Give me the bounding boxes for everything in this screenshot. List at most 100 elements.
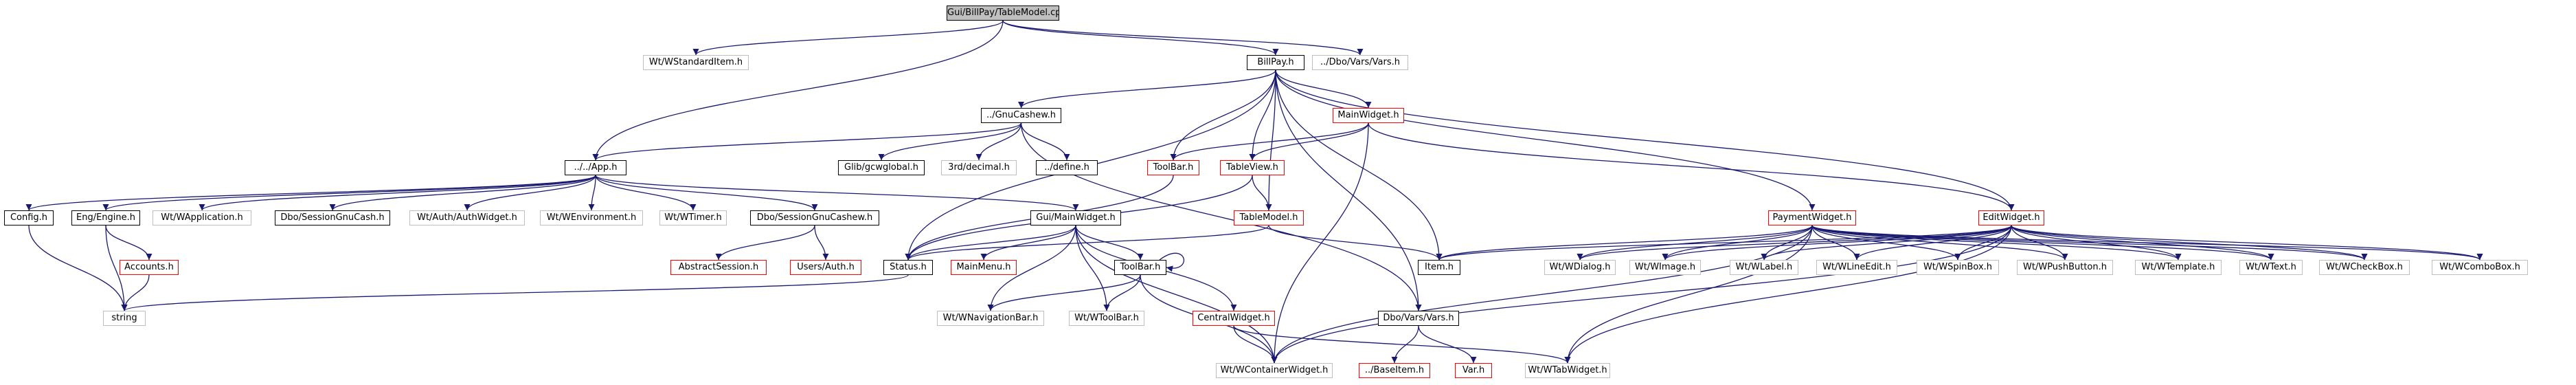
node-wt-wapplication[interactable]: Wt/WApplication.h <box>152 210 251 226</box>
edge-centralwidget-to-wtabwidget <box>1233 325 1571 364</box>
edge-billpay-to-dbovarsh <box>1275 69 1422 311</box>
node-dbo-sessiongnucash[interactable]: Dbo/SessionGnuCash.h <box>275 210 390 226</box>
edge-root-to-dbovars <box>1002 20 1364 56</box>
edge-edituwidget-to-wtext <box>2011 225 2274 261</box>
node-toolbar-h-red[interactable]: ToolBar.h <box>1147 160 1199 175</box>
node-gnucashew-h[interactable]: ../GnuCashew.h <box>981 108 1061 123</box>
node-wt-wlineedit[interactable]: Wt/WLineEdit.h <box>1816 260 1897 275</box>
node-wt-wcontainerwidget[interactable]: Wt/WContainerWidget.h <box>1216 363 1333 378</box>
node-wt-wenvironment[interactable]: Wt/WEnvironment.h <box>540 210 643 226</box>
edge-engine-to-accounts <box>105 225 152 261</box>
edge-config-to-string <box>28 225 128 311</box>
node-wt-wdialog[interactable]: Wt/WDialog.h <box>1544 260 1616 275</box>
edge-gnucashew-to-app <box>592 122 1022 161</box>
edge-tablemodel-to-status <box>905 225 1269 261</box>
node-abstractsession-h[interactable]: AbstractSession.h <box>670 260 767 275</box>
node-wt-auth-authwidget[interactable]: Wt/Auth/AuthWidget.h <box>409 210 525 226</box>
edge-app-to-wapplication <box>199 175 596 211</box>
edge-root-to-wstandarditem <box>692 20 1004 56</box>
edge-edituwidget-to-wimage <box>1662 225 2012 261</box>
edge-edituwidget-to-wcheckbox <box>2011 225 2368 261</box>
node-wt-wtoolbar[interactable]: Wt/WToolBar.h <box>1069 311 1144 326</box>
edge-status-to-string <box>121 274 909 311</box>
edge-root-to-billpay <box>1002 20 1279 56</box>
node-dbo-vars-h[interactable]: Dbo/Vars/Vars.h <box>1378 311 1459 326</box>
node-wt-wspinbox[interactable]: Wt/WSpinBox.h <box>1917 260 1999 275</box>
node-wt-wtimer[interactable]: Wt/WTimer.h <box>659 210 727 226</box>
node-baseitem-h[interactable]: ../BaseItem.h <box>1359 363 1430 378</box>
edge-gnucashew-to-glib <box>878 122 1022 161</box>
edge-edituwidget-to-wtemplate <box>2011 225 2182 261</box>
node-centralwidget-h[interactable]: CentralWidget.h <box>1193 311 1275 326</box>
edge-edituwidget-to-wlineedit <box>1853 225 2012 261</box>
node-dbo-vars-relative[interactable]: ../Dbo/Vars/Vars.h <box>1312 55 1408 70</box>
edge-engine-to-string <box>105 225 128 311</box>
node-define-h[interactable]: ../define.h <box>1036 160 1098 175</box>
edge-paymentwidget-to-wtemplate <box>1811 225 2182 261</box>
edge-gnucashew-to-decimal <box>975 122 1022 161</box>
edge-edituwidget-to-wtabwidget <box>1564 225 2012 364</box>
edge-billpay-to-gnucashew <box>1018 69 1276 109</box>
edge-app-to-config <box>25 175 596 211</box>
node-wt-wnavigationbar[interactable]: Wt/WNavigationBar.h <box>937 311 1044 326</box>
node-wt-wtemplate[interactable]: Wt/WTemplate.h <box>2135 260 2222 275</box>
node-toolbar-h[interactable]: ToolBar.h <box>1114 260 1166 275</box>
node-3rd-decimal[interactable]: 3rd/decimal.h <box>941 160 1017 175</box>
edge-paymentwidget-to-wdialog <box>1577 225 1813 261</box>
node-dbo-sessiongnucashew[interactable]: Dbo/SessionGnuCashew.h <box>750 210 879 226</box>
node-editwidget-h[interactable]: EditWidget.h <box>1978 210 2044 226</box>
node-var-h[interactable]: Var.h <box>1455 363 1492 378</box>
node-wt-wimage[interactable]: Wt/WImage.h <box>1629 260 1701 275</box>
edge-guimainwidget-to-mainmenu <box>980 225 1076 261</box>
edge-app-to-guimainwidget <box>595 175 1079 211</box>
edge-dbovarsh-to-var <box>1418 325 1477 364</box>
node-string[interactable]: string <box>103 311 146 326</box>
edge-mainwidget-to-tableview <box>1249 122 1369 161</box>
edge-dbovarsh-to-baseitem <box>1391 325 1419 364</box>
node-config-h[interactable]: Config.h <box>4 210 54 226</box>
node-tablemodel-h[interactable]: TableModel.h <box>1234 210 1304 226</box>
edge-tablemodel-to-item <box>1268 225 1443 261</box>
edge-billpay-to-edituwidget <box>1275 69 2015 211</box>
node-accounts-h[interactable]: Accounts.h <box>120 260 179 275</box>
edge-app-to-wtimer <box>595 175 697 211</box>
edge-billpay-to-paymentwidget <box>1275 69 1816 211</box>
node-billpay-h[interactable]: BillPay.h <box>1247 55 1304 70</box>
edge-billpay-to-tableview <box>1249 69 1276 161</box>
node-eng-engine[interactable]: Eng/Engine.h <box>71 210 140 226</box>
node-wt-wcombobox[interactable]: Wt/WComboBox.h <box>2432 260 2528 275</box>
edge-gnucashew-to-define <box>1020 122 1070 161</box>
node-wt-wcheckbox[interactable]: Wt/WCheckBox.h <box>2319 260 2410 275</box>
node-mainmenu-h[interactable]: MainMenu.h <box>951 260 1017 275</box>
node-app-h[interactable]: ../../App.h <box>565 160 626 175</box>
edge-billpay-to-item <box>1275 69 1443 261</box>
edge-mainwidget-to-edituwidget <box>1368 122 2015 211</box>
edge-app-to-authwidget <box>464 175 596 211</box>
node-status-h[interactable]: Status.h <box>883 260 933 275</box>
edge-gnucashew-to-dbovarsh <box>1020 122 1422 311</box>
node-gui-mainwidget[interactable]: Gui/MainWidget.h <box>1030 210 1121 226</box>
edge-app-to-sessiongnucash <box>329 175 596 211</box>
edge-edituwidget-to-wdialog <box>1577 225 2012 261</box>
node-wt-wlabel[interactable]: Wt/WLabel.h <box>1730 260 1798 275</box>
edge-edituwidget-to-wspinbox <box>1954 225 2012 261</box>
node-wt-wtext[interactable]: Wt/WText.h <box>2239 260 2303 275</box>
node-users-auth-h[interactable]: Users/Auth.h <box>790 260 861 275</box>
node-root-tablemodel-cpp[interactable]: Gui/BillPay/TableModel.cpp <box>947 6 1059 21</box>
edge-guimainwidget-to-toolbar <box>1075 225 1144 261</box>
edge-edituwidget-to-wcombobox <box>2011 225 2483 261</box>
edge-guimainwidget-to-wnavigationbar <box>987 225 1076 311</box>
edge-billpay-to-mainwidget <box>1275 69 1372 109</box>
node-wt-wstandarditem[interactable]: Wt/WStandardItem.h <box>643 55 749 70</box>
node-wt-wtabwidget[interactable]: Wt/WTabWidget.h <box>1525 363 1610 378</box>
edge-accounts-to-string <box>121 274 150 311</box>
node-paymentwidget-h[interactable]: PaymentWidget.h <box>1768 210 1856 226</box>
edge-tableview-to-tablemodel <box>1252 175 1272 211</box>
node-tableview-h[interactable]: TableView.h <box>1220 160 1285 175</box>
node-glib-gcwglobal[interactable]: Glib/gcwglobal.h <box>838 160 925 175</box>
edge-paymentwidget-to-wcheckbox <box>1811 225 2368 261</box>
node-wt-wpushbutton[interactable]: Wt/WPushButton.h <box>2017 260 2113 275</box>
node-mainwidget-h[interactable]: MainWidget.h <box>1333 108 1404 123</box>
node-item-h[interactable]: Item.h <box>1418 260 1460 275</box>
